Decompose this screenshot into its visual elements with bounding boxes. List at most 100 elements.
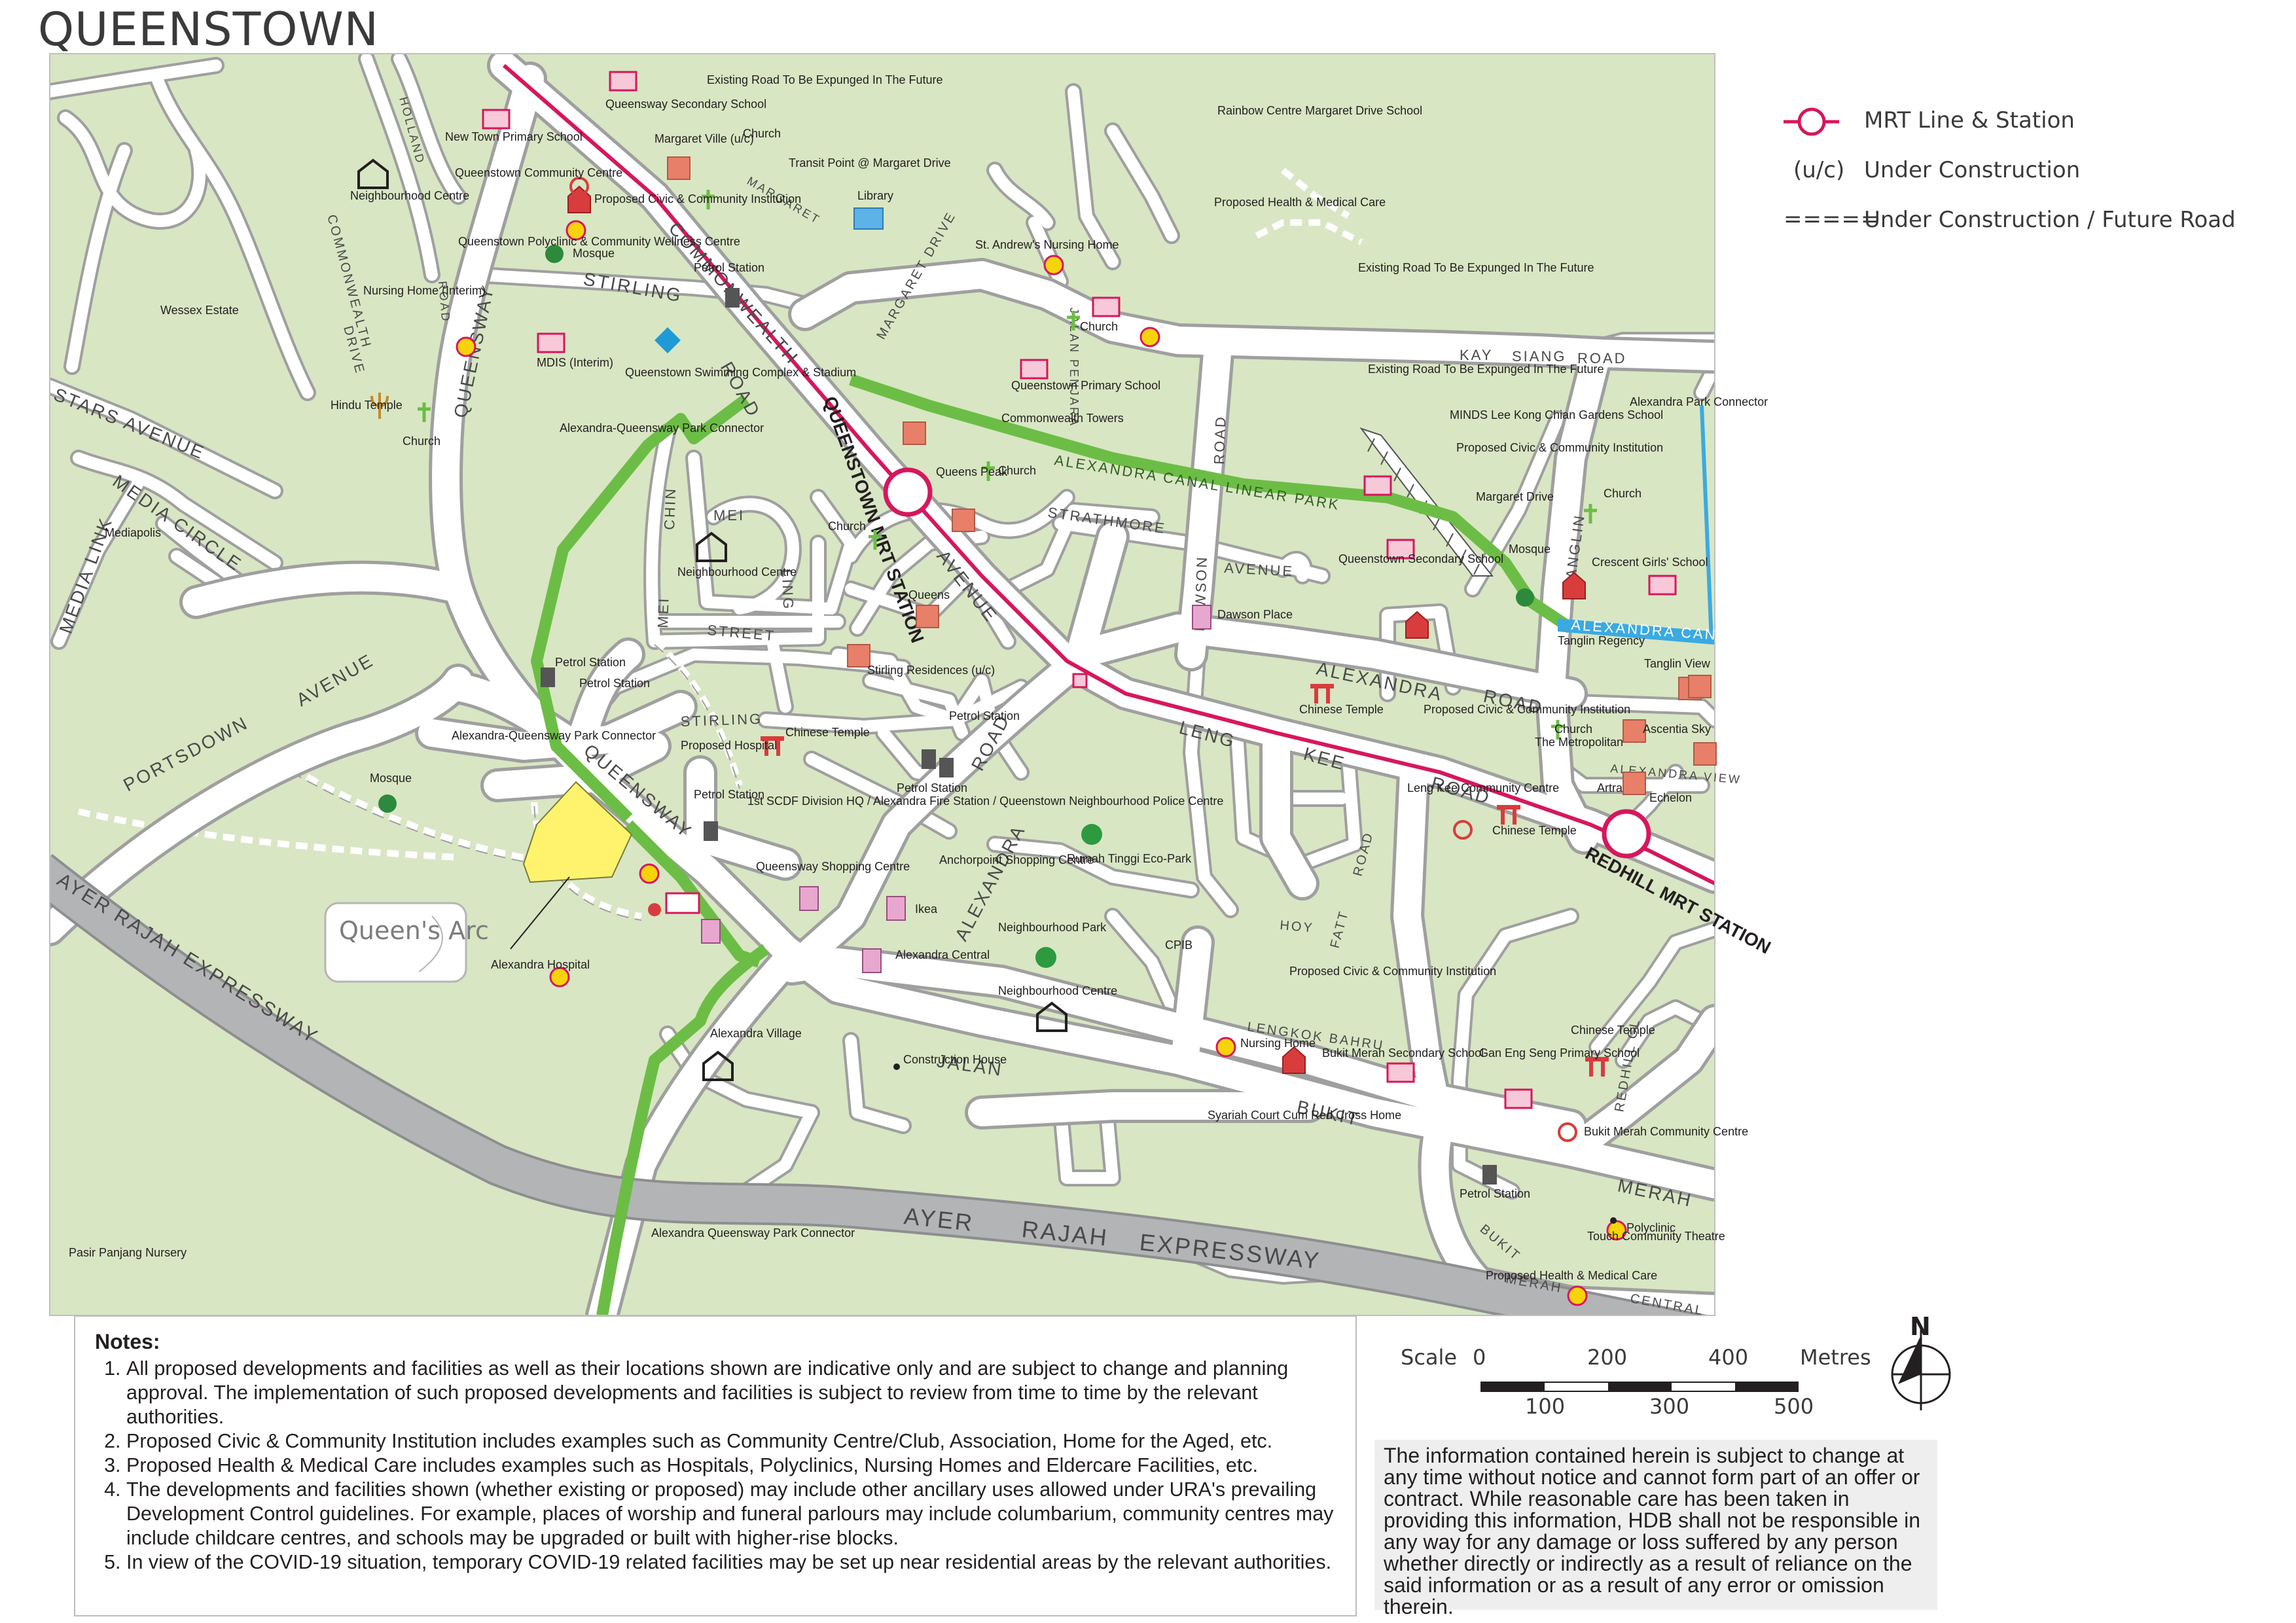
place-label: Alexandra Hospital	[491, 958, 590, 971]
scale-bar	[1480, 1382, 1799, 1392]
fire-station-icon	[648, 903, 661, 916]
place-labels: Existing Road To Be Expunged In The Futu…	[69, 73, 1768, 1282]
queens-arc-site[interactable]	[522, 781, 633, 883]
scale-unit: Metres	[1800, 1345, 1871, 1370]
note-item: In view of the COVID-19 situation, tempo…	[126, 1550, 1336, 1575]
scale-label: Scale	[1401, 1345, 1458, 1370]
library-icon	[853, 207, 884, 230]
place-label: Nursing Home (Interim)	[363, 284, 486, 297]
building-icon	[847, 644, 870, 668]
place-label: Petrol Station	[555, 656, 626, 669]
medical-icon	[456, 336, 476, 357]
place-label: Ascentia Sky	[1643, 722, 1711, 736]
note-item: Proposed Health & Medical Care includes …	[126, 1454, 1336, 1478]
petrol-icon	[922, 749, 936, 769]
legend-mrt-label: MRT Line & Station	[1864, 107, 2075, 134]
redhill-mrt-station-marker[interactable]	[1602, 809, 1651, 859]
place-label: Alexandra-Queensway Park Connector	[452, 729, 656, 742]
place-label: The Metropolitan	[1535, 736, 1623, 749]
queenstown-mrt-station-marker[interactable]	[883, 467, 933, 517]
tree-icon	[1081, 824, 1102, 845]
shopping-icon	[862, 948, 882, 973]
road-label: MEI	[655, 596, 672, 628]
community-club-icon	[1453, 820, 1473, 840]
place-label: Transit Point @ Margaret Drive	[789, 156, 951, 169]
scale-tick-top-1: 200	[1587, 1345, 1628, 1370]
place-label: Alexandra Central	[895, 948, 990, 961]
place-label: Mosque	[1509, 543, 1551, 556]
place-label: Church	[1554, 722, 1592, 736]
temple-icon	[1497, 805, 1520, 825]
road-label: SIANG	[1512, 348, 1566, 365]
building-icon	[1688, 675, 1712, 698]
place-label: Proposed Civic & Community Institution	[594, 192, 801, 205]
place-label: Commonwealth Towers	[1001, 412, 1124, 425]
place-label: Alexandra Park Connector	[1630, 395, 1768, 408]
road-label: STIRLING	[680, 711, 762, 730]
church-icon	[1584, 504, 1597, 524]
place-label: Ikea	[915, 902, 938, 916]
swimming-icon	[655, 327, 681, 353]
place-label: Proposed Civic & Community Institution	[1456, 441, 1663, 454]
place-label: Church	[998, 464, 1036, 477]
place-label: Proposed Hospital	[681, 739, 777, 752]
legend-uc-symbol: (u/c)	[1793, 157, 1845, 183]
dot-icon	[1610, 1217, 1617, 1224]
scale-tick-top-0: 0	[1473, 1345, 1486, 1370]
petrol-icon	[541, 668, 555, 687]
scale-tick-bottom-1: 300	[1649, 1394, 1690, 1419]
petrol-icon	[939, 758, 954, 777]
legend-future-symbol: =====	[1784, 206, 1880, 232]
place-label: Queenstown Community Centre	[455, 166, 622, 179]
place-label: Neighbourhood Centre	[998, 984, 1117, 997]
place-label: MINDS Lee Kong Chian Gardens School	[1450, 408, 1663, 421]
building-icon	[1623, 719, 1646, 743]
shopping-icon	[799, 886, 819, 911]
place-label: Margaret Drive	[1476, 490, 1554, 503]
place-label: New Town Primary School	[445, 130, 583, 143]
temple-icon	[761, 736, 784, 756]
place-label: Queens	[908, 588, 950, 601]
school-icon	[1648, 575, 1677, 596]
note-item: The developments and facilities shown (w…	[126, 1478, 1336, 1550]
place-label: Library	[857, 189, 893, 202]
petrol-icon	[1482, 1165, 1497, 1185]
note-item: All proposed developments and facilities…	[126, 1357, 1336, 1429]
legend	[1784, 107, 1839, 136]
place-label: Chinese Temple	[785, 726, 870, 739]
future-roads	[77, 168, 1363, 919]
place-label: Proposed Civic & Community Institution	[1424, 703, 1630, 716]
building-icon	[1623, 772, 1646, 795]
disclaimer: The information contained herein is subj…	[1374, 1440, 1937, 1618]
place-label: Bukit Merah Secondary School	[1322, 1046, 1484, 1060]
mosque-icon	[378, 794, 397, 813]
school-icon	[1092, 296, 1121, 317]
church-icon	[982, 461, 995, 481]
notes-box: Notes: All proposed developments and fac…	[74, 1315, 1357, 1616]
place-label: Existing Road To Be Expunged In The Futu…	[1358, 261, 1594, 274]
medical-icon	[1567, 1285, 1588, 1306]
road-label: LING	[779, 569, 797, 611]
place-label: Petrol Station	[694, 788, 764, 801]
place-label: Petrol Station	[949, 709, 1020, 722]
scdf-icon	[665, 892, 700, 914]
place-label: Petrol Station	[694, 261, 764, 274]
place-label: St. Andrew's Nursing Home	[975, 238, 1119, 251]
place-label: Chinese Temple	[1299, 703, 1384, 716]
school-icon	[1072, 673, 1088, 688]
medical-icon	[1043, 255, 1064, 276]
neighbourhood-centre-icon	[1036, 1001, 1067, 1032]
place-label: Church	[828, 520, 866, 533]
place-label: Queens Peak	[936, 465, 1008, 478]
place-label: Neighbourhood Centre	[677, 565, 797, 579]
medical-icon	[1606, 1220, 1627, 1241]
scale-tick-top-2: 400	[1708, 1345, 1749, 1370]
place-label: CPIB	[1165, 938, 1193, 952]
future-road-edges	[274, 644, 740, 921]
note-item: Proposed Civic & Community Institution i…	[126, 1429, 1336, 1454]
place-label: Petrol Station	[1460, 1187, 1530, 1200]
building-icon	[1693, 742, 1717, 766]
place-label: Alexandra Village	[710, 1027, 802, 1040]
road-label: ROAD	[1577, 350, 1627, 366]
